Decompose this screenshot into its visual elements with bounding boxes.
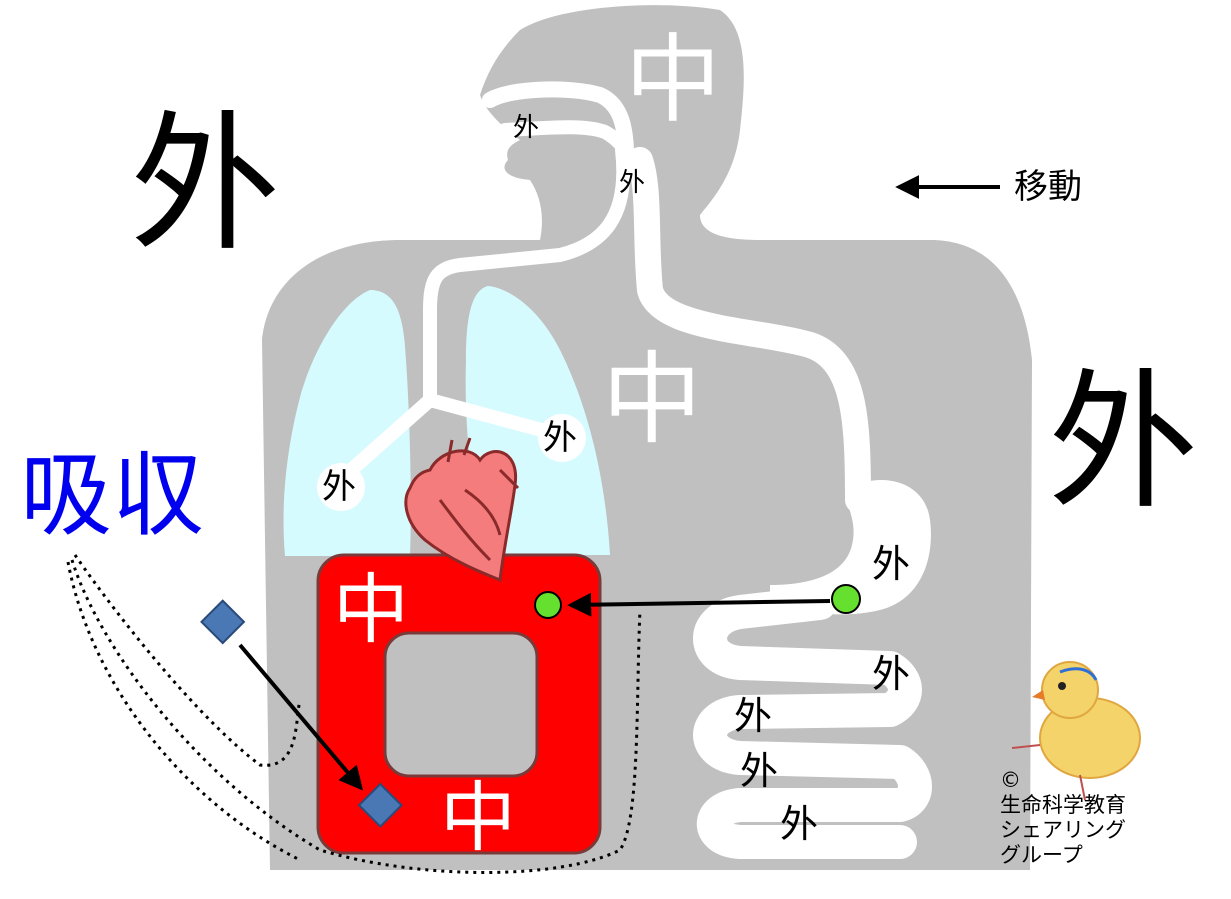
- nasal-passage: [482, 81, 634, 158]
- inside-label-head: 中: [625, 24, 721, 136]
- outside-label-stomach: 外: [872, 542, 911, 586]
- credit-line-3: グループ: [1000, 843, 1083, 867]
- outside-label-gut-4: 外: [780, 802, 819, 846]
- outside-label-lung-right: 外: [543, 418, 577, 458]
- outside-label-lung-left: 外: [322, 467, 356, 507]
- credit-line-1: 生命科学教育: [1000, 793, 1126, 817]
- outside-label-gut-1: 外: [872, 652, 911, 696]
- airway: [333, 143, 631, 487]
- outside-label-throat: 外: [619, 168, 646, 198]
- lung-left: [283, 290, 411, 556]
- esophagus: [627, 147, 871, 513]
- absorb-dotted-line-middle: [70, 559, 642, 874]
- chick-mascot-icon: [1011, 661, 1141, 801]
- inside-label-blood-bottom: 中: [440, 773, 516, 862]
- outside-label-gut-3: 外: [740, 749, 779, 793]
- blue-transfer-arrow: [238, 643, 364, 791]
- credit-block: © 生命科学教育 シェアリング グループ: [1000, 768, 1126, 868]
- heart-icon: [404, 437, 520, 583]
- oral-passage: [498, 120, 633, 157]
- outside-label-left: 外: [130, 98, 281, 272]
- inside-label-chest: 中: [602, 341, 702, 458]
- blood-vessel-inner: [383, 631, 539, 778]
- blue-particle-source: [200, 599, 246, 645]
- outside-label-nose: 外: [513, 113, 540, 143]
- outside-label-gut-2: 外: [734, 694, 773, 738]
- green-particle-source: [831, 584, 861, 614]
- credit-line-2: シェアリング: [1000, 818, 1126, 842]
- move-legend-label: 移動: [1014, 167, 1082, 207]
- stomach: [770, 480, 931, 615]
- intestine: [693, 586, 932, 859]
- inside-label-blood-top: 中: [333, 565, 409, 654]
- green-particle-destination: [534, 591, 562, 619]
- blue-particle-destination: [357, 782, 403, 828]
- lung-right-label-bg: [538, 414, 586, 462]
- absorb-dotted-line-outer: [66, 561, 301, 862]
- lung-left-label-bg: [317, 463, 365, 511]
- green-transfer-arrow: [567, 592, 831, 617]
- absorb-label: 吸収: [20, 442, 205, 549]
- outside-label-right: 外: [1048, 356, 1199, 530]
- copyright-symbol: ©: [1000, 768, 1021, 792]
